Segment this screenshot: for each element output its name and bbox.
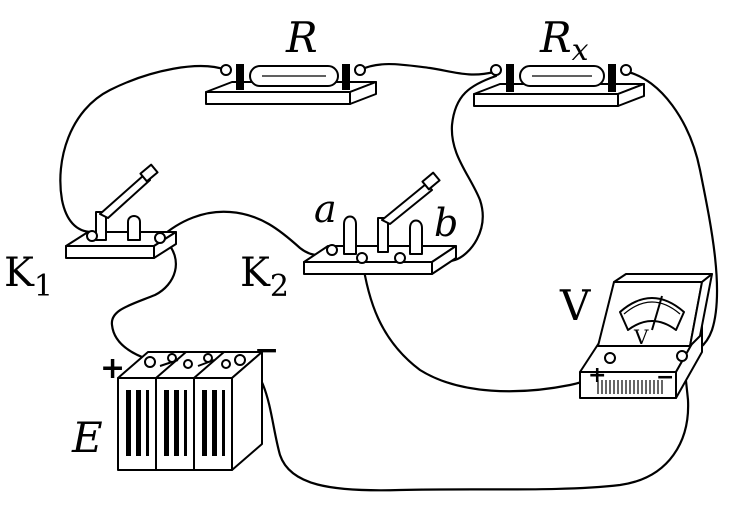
switch-k1: K1	[4, 163, 177, 304]
switch-k2-base-side	[431, 245, 457, 275]
wire-battery-to-voltmeter	[238, 354, 690, 492]
voltmeter-plus-terminal	[604, 352, 616, 364]
voltmeter-grille	[597, 380, 663, 394]
resistor-r: R	[205, 13, 377, 105]
switch-k2-blade	[381, 183, 433, 225]
voltmeter: V + − V	[559, 273, 713, 399]
voltmeter-case-top	[613, 273, 713, 283]
battery-minus-terminal	[234, 354, 246, 366]
switch-k2-b-terminal	[394, 252, 406, 264]
resistor-r-base-front	[205, 91, 351, 105]
resistor-rx-base-side	[617, 83, 645, 107]
switch-k1-base-front	[65, 245, 155, 259]
resistor-r-label: R	[285, 13, 318, 62]
switch-k2-contact-b	[409, 219, 423, 255]
wires	[59, 62, 719, 492]
battery-plus-terminal	[144, 356, 156, 368]
voltmeter-minus-terminal	[676, 350, 688, 362]
switch-k1-jaw	[127, 215, 141, 241]
battery-label: E	[71, 413, 103, 462]
switch-k2-center-terminal	[356, 252, 368, 264]
voltmeter-case-side	[689, 273, 713, 347]
wire-k1-to-battery	[110, 238, 177, 362]
switch-k2: a b K2	[240, 171, 458, 304]
voltmeter-dial-label: V	[633, 325, 649, 349]
resistor-r-right-post	[342, 64, 350, 90]
switch-k1-blade	[99, 174, 151, 219]
voltmeter-needle	[651, 295, 663, 331]
resistor-rx-right-terminal	[620, 64, 632, 76]
resistor-r-left-terminal	[220, 64, 232, 76]
wire-r-to-k1	[59, 64, 228, 234]
switch-k2-base-front	[303, 261, 433, 275]
voltmeter-plus-sign: +	[588, 363, 606, 388]
voltmeter-minus-sign: −	[656, 365, 674, 390]
switch-k1-left-terminal	[86, 230, 98, 242]
resistor-rx-right-post	[608, 64, 616, 92]
resistor-rx-left-post	[506, 64, 514, 92]
resistor-rx-label: Rx	[539, 13, 589, 68]
battery-plus-sign: +	[100, 351, 125, 386]
switch-k1-base-side	[153, 231, 177, 259]
switch-k2-contact-a	[343, 215, 357, 255]
resistor-r-left-post	[236, 64, 244, 90]
switch-k1-handle	[139, 163, 159, 183]
switch-k2-contact-b-label: b	[434, 201, 458, 245]
resistor-r-base-side	[349, 81, 377, 105]
switch-k2-label: K2	[240, 250, 289, 304]
wire-k1-to-k2	[158, 210, 334, 257]
wire-r-to-rx	[358, 62, 496, 76]
wire-rx-to-voltmeter	[626, 70, 719, 358]
resistor-r-right-terminal	[354, 64, 366, 76]
switch-k2-handle	[421, 171, 441, 191]
battery: + − E	[71, 333, 279, 471]
switch-k2-contact-a-label: a	[314, 187, 337, 231]
switch-k1-right-terminal	[154, 232, 166, 244]
voltmeter-label: V	[559, 281, 591, 330]
battery-ribs	[126, 390, 225, 456]
resistor-rx-left-terminal	[490, 64, 502, 76]
battery-minus-sign: −	[254, 333, 279, 368]
switch-k2-a-terminal	[326, 244, 338, 256]
switch-k1-label: K1	[4, 250, 53, 304]
resistor-rx-base-front	[473, 93, 619, 107]
resistor-rx: Rx	[473, 13, 645, 107]
